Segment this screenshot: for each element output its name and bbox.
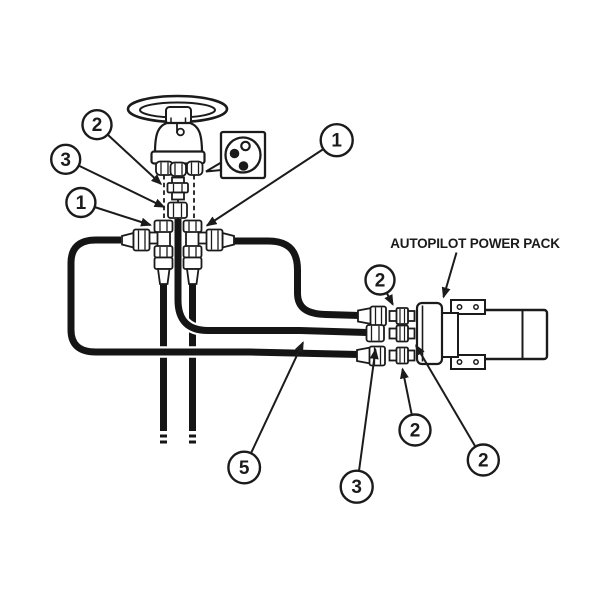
svg-text:3: 3 [351, 477, 362, 498]
callout-2-helm: 2 [81, 108, 113, 141]
pump-motor-body [454, 308, 549, 361]
callout-3-pack: 3 [339, 469, 374, 504]
svg-text:2: 2 [92, 115, 103, 136]
power-pack-coupling-bottom [388, 346, 416, 365]
inset-port-filled-bottom [238, 161, 249, 171]
callout-3-helm: 3 [49, 143, 82, 176]
helm-riser-lower-fitting [167, 201, 188, 219]
helm-tee-fitting-left [121, 219, 174, 285]
callout-1-left: 1 [65, 186, 97, 219]
autopilot-power-pack [415, 299, 549, 370]
mounting-bracket-bottom [450, 354, 486, 370]
helm-port-center [169, 161, 187, 177]
inset-port-filled-left [229, 148, 240, 159]
power-pack-coupling-top [388, 307, 416, 325]
power-pack-coupling-middle [388, 324, 416, 343]
inset-port-detail [205, 130, 267, 180]
svg-text:5: 5 [239, 458, 250, 479]
label-leader-line [441, 252, 458, 299]
callout-2-pack-bottom: 2 [398, 413, 432, 447]
helm-riser-upper-fitting [166, 176, 189, 201]
callout-5-hose: 5 [227, 450, 262, 485]
pack-hose-fitting-bottom [356, 345, 386, 367]
callout-2-pack-top: 2 [364, 264, 396, 296]
svg-text:1: 1 [331, 131, 342, 152]
helm-pump [150, 106, 206, 177]
inset-port-open [240, 140, 251, 152]
autopilot-power-pack-label: AUTOPILOT POWER PACK [390, 236, 560, 251]
hose-left-tee-to-pack-bottom [65, 234, 360, 361]
svg-text:2: 2 [375, 271, 386, 292]
mounting-bracket-top [450, 299, 486, 315]
callout-1-right: 1 [319, 122, 354, 158]
callout-leaders [78, 133, 477, 472]
hose-helm-center-to-pack-middle [172, 219, 368, 339]
svg-text:3: 3 [60, 150, 71, 171]
helm-tee-fitting-right [182, 219, 235, 285]
svg-text:1: 1 [76, 193, 87, 214]
svg-text:2: 2 [410, 421, 421, 442]
helm-port-right [186, 160, 204, 176]
power-pack-adapter-middle [365, 324, 385, 343]
pack-hose-fitting-top [357, 305, 387, 327]
svg-text:2: 2 [478, 451, 489, 472]
hose-right-tee-to-pack-top [233, 235, 361, 322]
callout-2-pack-middle: 2 [466, 443, 500, 477]
helm-keyway-detail [176, 123, 185, 137]
pump-step-block [440, 312, 459, 358]
